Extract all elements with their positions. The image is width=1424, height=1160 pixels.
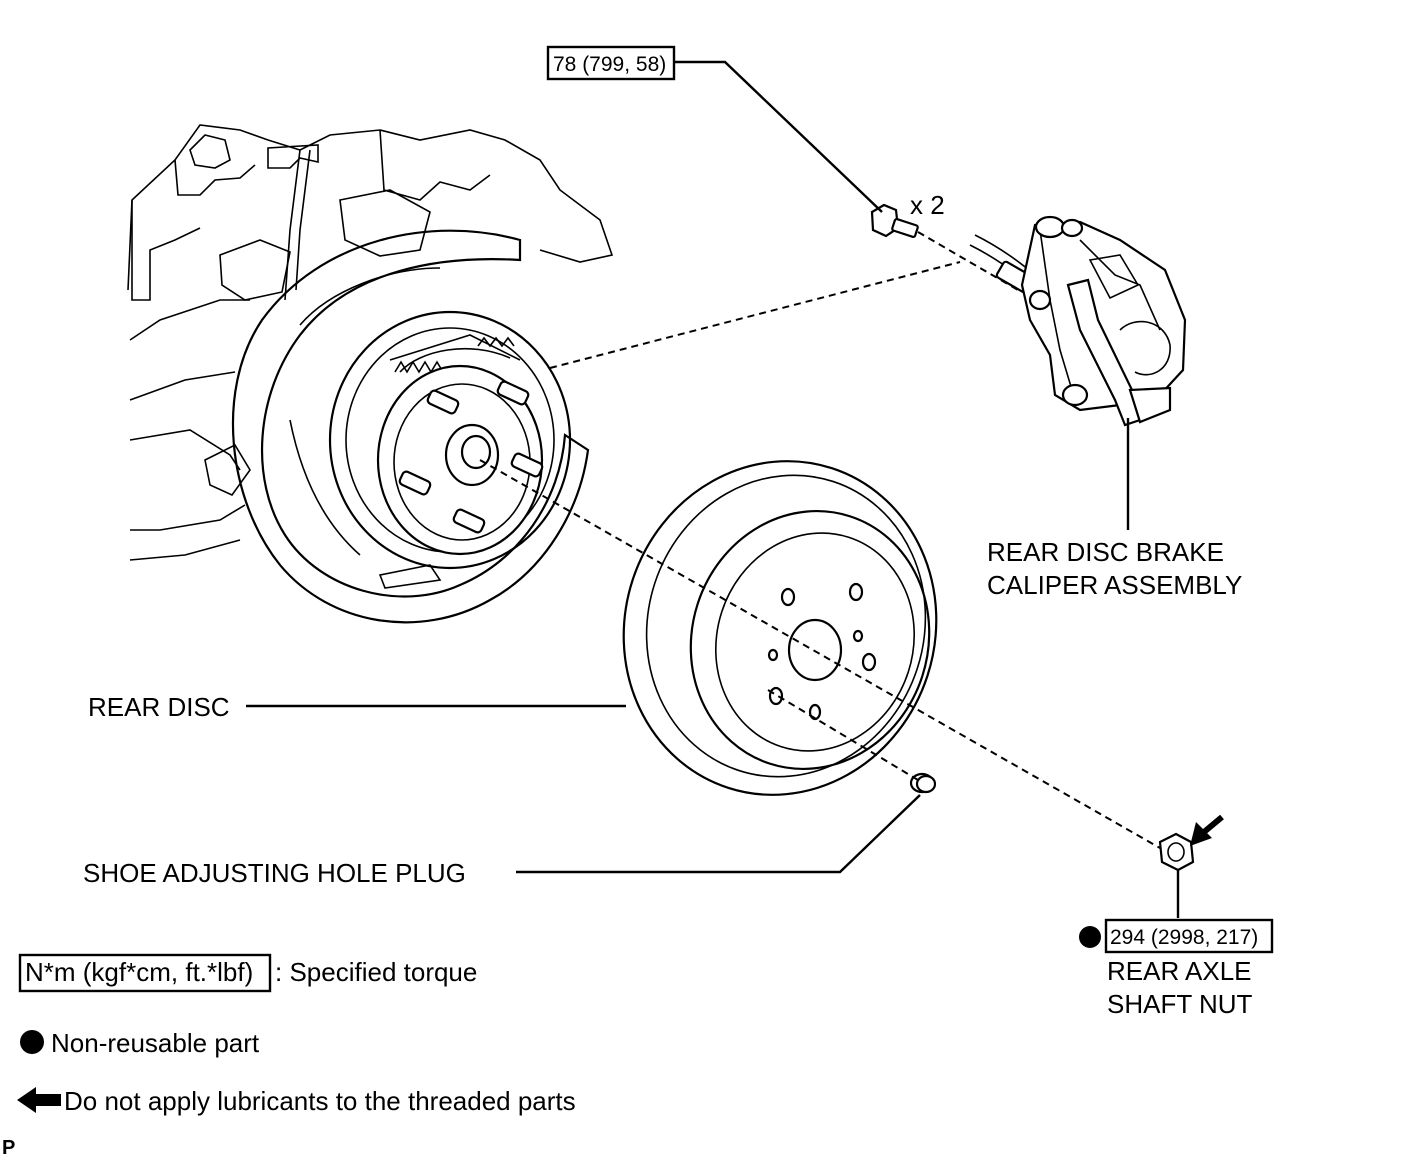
non-reusable-legend-icon bbox=[20, 1030, 44, 1054]
nut-torque-box bbox=[1104, 918, 1274, 954]
non-reusable-marker-icon bbox=[1079, 926, 1101, 948]
assembly-dashed-lines bbox=[479, 231, 1161, 849]
legend-no-lube-text: Do not apply lubricants to the threaded … bbox=[64, 1086, 576, 1116]
hole-plug-label: SHOE ADJUSTING HOLE PLUG bbox=[83, 858, 466, 888]
caliper-bolt-drawing bbox=[870, 203, 919, 238]
leader-lines bbox=[246, 60, 1180, 918]
legend-torque-box bbox=[18, 953, 272, 993]
bolt-torque-box bbox=[546, 45, 676, 81]
caliper-label-line2: CALIPER ASSEMBLY bbox=[987, 570, 1242, 600]
axle-nut-drawing bbox=[1158, 832, 1195, 872]
legend: N*m (kgf*cm, ft.*lbf) : Specified torque… bbox=[17, 953, 576, 1116]
no-lubricant-arrow-icon bbox=[1190, 814, 1224, 846]
nut-label-line1: REAR AXLE bbox=[1107, 956, 1252, 986]
bolt-torque-value: 78 (799, 58) bbox=[553, 53, 666, 76]
caliper-assembly-drawing bbox=[969, 215, 1187, 427]
hole-plug-drawing bbox=[909, 772, 937, 794]
corner-mark: P bbox=[2, 1137, 15, 1159]
legend-torque-text: : Specified torque bbox=[275, 957, 477, 987]
arrow-legend-icon bbox=[17, 1087, 61, 1113]
nut-torque-value: 294 (2998, 217) bbox=[1110, 926, 1258, 949]
caliper-label-line1: REAR DISC BRAKE bbox=[987, 537, 1224, 567]
bolt-quantity-label: x 2 bbox=[910, 190, 945, 220]
rear-disc-label: REAR DISC bbox=[88, 692, 230, 722]
axle-hub-assembly bbox=[127, 124, 614, 624]
nut-label-line2: SHAFT NUT bbox=[1107, 989, 1253, 1019]
legend-torque-units: N*m (kgf*cm, ft.*lbf) bbox=[25, 957, 253, 987]
legend-non-reusable-text: Non-reusable part bbox=[51, 1028, 260, 1058]
lug-studs bbox=[398, 380, 544, 534]
